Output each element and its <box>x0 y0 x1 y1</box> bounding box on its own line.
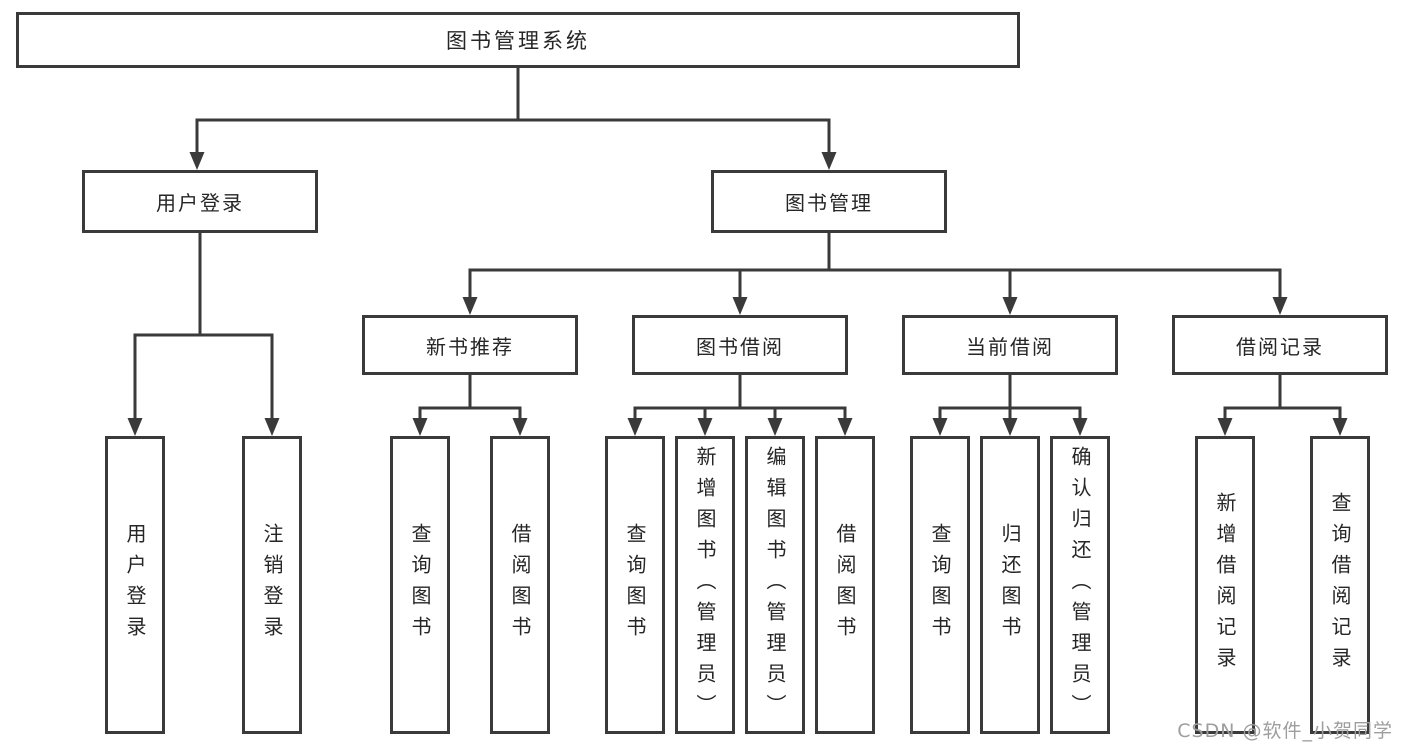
leaf-bb-edit-books: 编辑图书（管理员） <box>745 436 805 734</box>
node-current-borrowing: 当前借阅 <box>902 315 1118 375</box>
leaf-nbr-query-books: 查询图书 <box>390 436 450 734</box>
connector-user-login <box>127 231 280 436</box>
leaf-cb-query-books-label: 查询图书 <box>928 523 952 647</box>
leaf-bb-query-books: 查询图书 <box>605 436 665 734</box>
leaf-bb-add-books: 新增图书（管理员） <box>675 436 735 734</box>
leaf-cb-query-books: 查询图书 <box>910 436 970 734</box>
leaf-user-login-label: 用户登录 <box>123 523 147 647</box>
leaf-nbr-borrow-books-label: 借阅图书 <box>508 523 532 647</box>
leaf-bb-borrow-books: 借阅图书 <box>815 436 875 734</box>
leaf-cb-confirm-return: 确认归还（管理员） <box>1050 436 1110 734</box>
connector-root <box>189 66 837 170</box>
node-borrowing-records: 借阅记录 <box>1172 315 1388 375</box>
leaf-nbr-borrow-books: 借阅图书 <box>490 436 550 734</box>
connector-book-borrowing <box>627 373 853 436</box>
connector-current-borrowing <box>932 373 1088 436</box>
node-book-borrowing: 图书借阅 <box>632 315 848 375</box>
node-user-login: 用户登录 <box>82 170 318 233</box>
node-root: 图书管理系统 <box>16 12 1020 68</box>
leaf-logout-label: 注销登录 <box>260 523 284 647</box>
leaf-bb-add-books-label: 新增图书（管理员） <box>693 445 717 725</box>
leaf-cb-confirm-return-label: 确认归还（管理员） <box>1068 445 1092 725</box>
leaf-bb-query-books-label: 查询图书 <box>623 523 647 647</box>
node-new-book-recommend: 新书推荐 <box>362 315 578 375</box>
leaf-bb-borrow-books-label: 借阅图书 <box>833 523 857 647</box>
connector-new-book-recommend <box>412 373 528 436</box>
leaf-br-add-record: 新增借阅记录 <box>1195 436 1255 734</box>
connector-borrowing-records <box>1217 373 1348 436</box>
leaf-bb-edit-books-label: 编辑图书（管理员） <box>763 445 787 725</box>
leaf-br-query-record-label: 查询借阅记录 <box>1328 492 1352 678</box>
node-book-management: 图书管理 <box>711 170 947 233</box>
leaf-cb-return-books-label: 归还图书 <box>998 523 1022 647</box>
leaf-nbr-query-books-label: 查询图书 <box>408 523 432 647</box>
csdn-watermark: CSDN @软件_小贺同学 <box>1177 720 1393 742</box>
leaf-logout: 注销登录 <box>242 436 302 734</box>
leaf-br-query-record: 查询借阅记录 <box>1310 436 1370 734</box>
leaf-cb-return-books: 归还图书 <box>980 436 1040 734</box>
leaf-user-login: 用户登录 <box>105 436 165 734</box>
connector-book-management <box>462 231 1288 315</box>
leaf-br-add-record-label: 新增借阅记录 <box>1213 492 1237 678</box>
